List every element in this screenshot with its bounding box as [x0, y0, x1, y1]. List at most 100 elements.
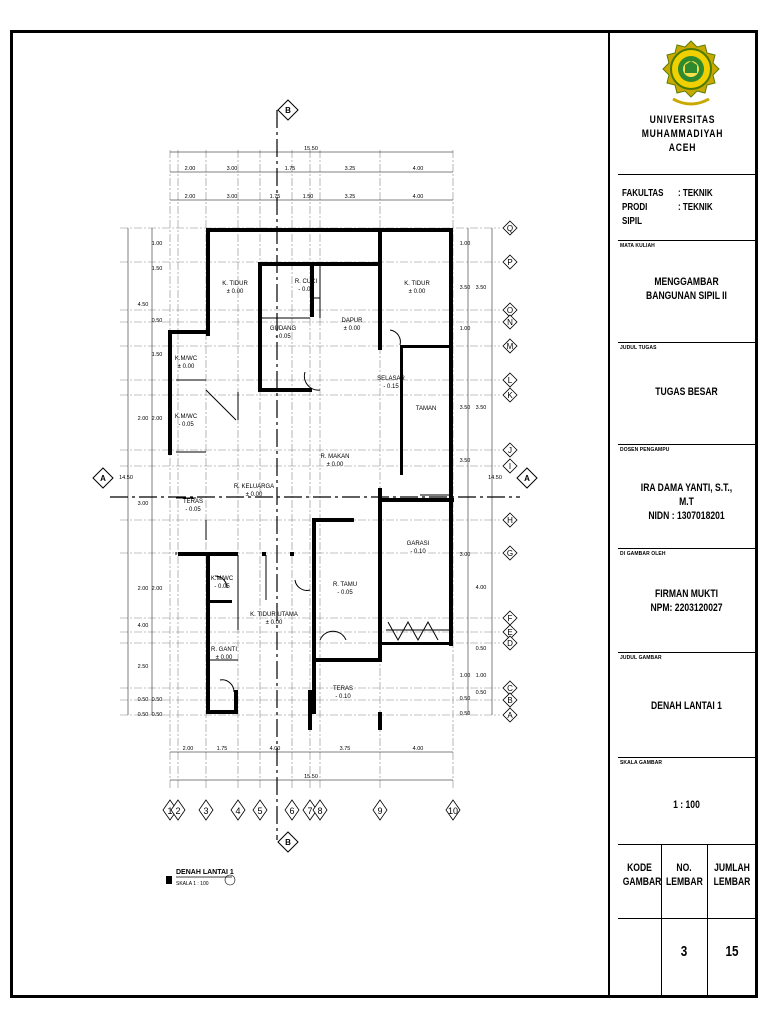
wall-segment	[312, 658, 382, 662]
dimension-text: 3.25	[345, 194, 356, 200]
dimension-text: 3.00	[460, 552, 471, 558]
dimension-text: 2.00	[185, 194, 196, 200]
axis-label-row: M	[507, 342, 514, 351]
wall-segment	[168, 330, 172, 455]
axis-label-row: P	[507, 258, 512, 267]
room-name: K.M/WC	[175, 356, 198, 362]
room-name: TERAS	[183, 499, 203, 505]
dimension-text: 4.00	[413, 166, 424, 172]
wall-segment	[312, 518, 316, 714]
room-level: ± 0.00	[344, 326, 361, 332]
dimension-text: 3.50	[460, 285, 471, 291]
course-line-1: MENGGAMBAR	[654, 276, 719, 288]
wall-segment	[378, 498, 454, 502]
thin-wall-line	[294, 579, 311, 591]
dimension-text: 0.50	[138, 697, 149, 703]
room-name: SELASAR	[377, 376, 405, 382]
plan-caption-scale: SKALA 1 : 100	[176, 881, 209, 887]
axis-bubble-row	[502, 442, 518, 458]
room-level: - 0.05	[337, 590, 353, 596]
plan-caption-title: DENAH LANTAI 1	[176, 869, 234, 876]
dimension-text: 4.00	[413, 194, 424, 200]
wall-segment	[206, 710, 236, 714]
wall-segment	[449, 590, 453, 646]
lecturer-name: IRA DAMA YANTI, S.T., M.T	[640, 482, 733, 508]
room-name: R. GANTI	[211, 647, 237, 653]
dimension-text: 1.00	[460, 241, 471, 247]
thin-wall-line	[219, 679, 235, 693]
sheet-info-headers: KODE GAMBAR NO. LEMBAR JUMLAH LEMBAR	[618, 844, 755, 995]
room-level: - 0.05	[214, 584, 230, 590]
axis-label-row: A	[507, 711, 513, 720]
axis-bubble-row	[502, 314, 518, 330]
sheet-number: 3	[680, 943, 688, 960]
axis-bubble-row	[502, 387, 518, 403]
room-name: R. MAKAN	[320, 454, 349, 460]
room-name: GUDANG	[270, 326, 297, 332]
section-marker-label: B	[285, 106, 291, 115]
judul-gambar-label: JUDUL GAMBAR	[620, 655, 662, 661]
axis-label-col: 9	[377, 806, 382, 816]
faculty-section: FAKULTAS: TEKNIK PRODI: TEKNIK SIPIL	[618, 174, 755, 241]
room-level: ± 0.00	[327, 462, 344, 468]
room-level: - 0.10	[335, 694, 351, 700]
room-name: K. TIDUR UTAMA	[250, 612, 298, 618]
wall-segment	[262, 552, 266, 556]
judul-tugas-label: JUDUL TUGAS	[620, 345, 657, 351]
section-marker-label: A	[100, 474, 106, 483]
course-line-2: BANGUNAN SIPIL II	[646, 290, 727, 302]
dimension-text: 0.50	[476, 646, 487, 652]
thin-wall-line	[205, 389, 237, 421]
axis-label-col: 8	[317, 806, 322, 816]
dimension-text: 3.00	[227, 166, 238, 172]
dimension-text: 3.75	[340, 746, 351, 752]
mata-kuliah-label: MATA KULIAH	[620, 243, 655, 249]
wall-segment	[168, 330, 208, 334]
section-marker-label: A	[524, 474, 530, 483]
room-name: K. TIDUR	[404, 281, 430, 287]
wall-segment	[310, 262, 314, 317]
wall-segment	[380, 642, 452, 645]
dimension-text: 3.00	[138, 501, 149, 507]
wall-segment	[258, 262, 262, 392]
room-level: - 0.05	[178, 422, 194, 428]
dimension-text: 0.50	[460, 696, 471, 702]
dimension-text: 1.75	[270, 194, 281, 200]
caption-marker	[166, 876, 172, 884]
axis-label-col: 7	[307, 806, 312, 816]
grid-lines	[120, 150, 500, 790]
dimension-text: 3.50	[476, 405, 487, 411]
university-line-2: MUHAMMADIYAH	[641, 128, 724, 140]
jumlah-label-1: JUMLAH	[714, 862, 750, 874]
axis-label-row: C	[507, 684, 513, 693]
dimension-text: 3.25	[345, 166, 356, 172]
walls	[168, 228, 454, 730]
axis-label-row: J	[508, 446, 512, 455]
dimension-text: 1.00	[460, 673, 471, 679]
room-level: - 0.05	[298, 287, 314, 293]
dimension-text: 0.50	[476, 690, 487, 696]
title-block: UNIVERSITAS MUHAMMADIYAH ACEH FAKULTAS: …	[608, 33, 755, 995]
university-line-3: ACEH	[668, 142, 697, 154]
axis-bubble-row	[502, 635, 518, 651]
axis-label-row: O	[507, 306, 513, 315]
room-name: K.M/WC	[211, 576, 234, 582]
jumlah-label-2: LEMBAR	[713, 876, 751, 888]
wall-segment	[234, 690, 238, 714]
axis-bubble-col	[198, 799, 214, 821]
section-marker-shape	[92, 467, 114, 489]
dimension-text: 1.75	[285, 166, 296, 172]
digambar-label: DI GAMBAR OLEH	[620, 551, 666, 557]
dimension-text: 3.00	[227, 194, 238, 200]
wall-segment	[400, 345, 453, 348]
axis-bubble-col	[230, 799, 246, 821]
wall-segment	[290, 552, 294, 556]
dimension-text: 0.50	[460, 711, 471, 717]
wall-segment	[308, 690, 312, 730]
room-name: R. TAMU	[333, 582, 357, 588]
axis-label-row: H	[507, 516, 513, 525]
room-level: - 0.05	[275, 334, 291, 340]
dimension-text: 0.50	[152, 697, 163, 703]
axis-bubble-row	[502, 372, 518, 388]
